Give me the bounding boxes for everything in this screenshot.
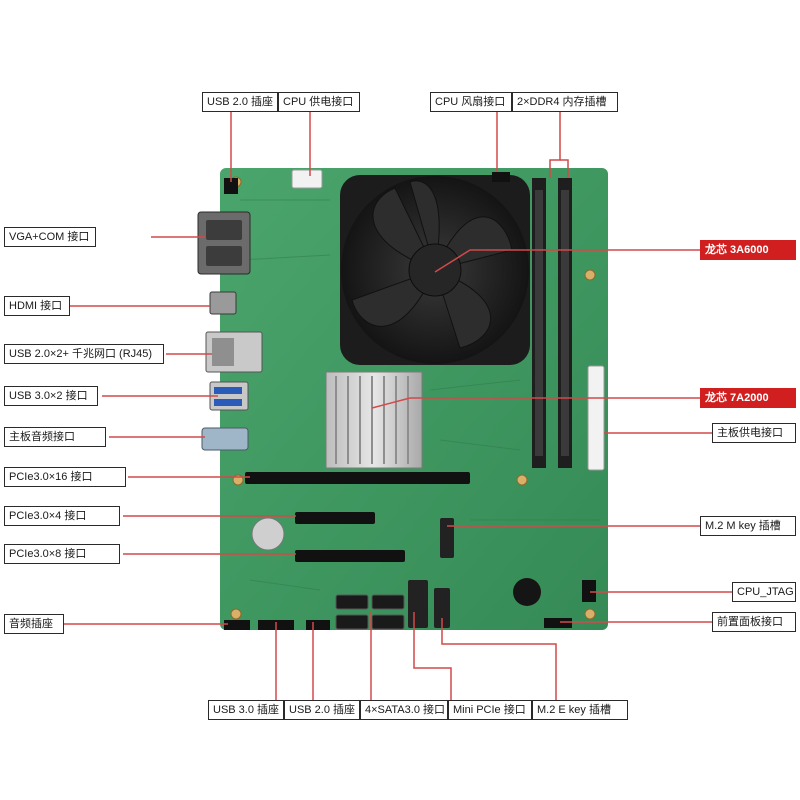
mini-pcie-slot <box>408 580 428 628</box>
label-top-usb20: USB 2.0 插座 <box>202 92 278 112</box>
pcie-x4-slot <box>295 512 375 524</box>
label-bottom-usb20: USB 2.0 插座 <box>284 700 360 720</box>
label-top-ddr4: 2×DDR4 内存插槽 <box>512 92 618 112</box>
cpu-fan <box>340 175 530 365</box>
chipset-heatsink <box>325 371 423 469</box>
label-left-pcie4: PCIe3.0×4 接口 <box>4 506 120 526</box>
pcb-traces <box>239 199 600 591</box>
label-left-pcie8: PCIe3.0×8 接口 <box>4 544 120 564</box>
label-left-audio-jack: 主板音频接口 <box>4 427 106 447</box>
m2-e-slot <box>434 588 450 628</box>
label-right-7a2000: 龙芯 7A2000 <box>700 388 796 408</box>
label-right-cpu-jtag: CPU_JTAG <box>732 582 796 602</box>
label-left-hdmi: HDMI 接口 <box>4 296 70 316</box>
sata-ports <box>335 594 405 630</box>
label-right-m2m: M.2 M key 插槽 <box>700 516 796 536</box>
label-left-pcie16: PCIe3.0×16 接口 <box>4 467 126 487</box>
label-left-usb-rj45: USB 2.0×2+ 千兆网口 (RJ45) <box>4 344 164 364</box>
hdmi-connector <box>209 291 237 315</box>
label-left-usb30: USB 3.0×2 接口 <box>4 386 98 406</box>
cpu-power-connector <box>291 169 323 189</box>
label-top-cpu-fan: CPU 风扇接口 <box>430 92 512 112</box>
pcie-x8-slot <box>295 550 405 562</box>
label-top-cpu-power: CPU 供电接口 <box>278 92 360 112</box>
label-left-audio-header: 音频插座 <box>4 614 64 634</box>
buzzer <box>513 578 541 606</box>
label-bottom-sata: 4×SATA3.0 接口 <box>360 700 448 720</box>
label-bottom-usb30: USB 3.0 插座 <box>208 700 284 720</box>
label-right-3a6000: 龙芯 3A6000 <box>700 240 796 260</box>
label-left-vga-com: VGA+COM 接口 <box>4 227 96 247</box>
cmos-battery <box>251 517 285 551</box>
label-bottom-mini-pcie: Mini PCIe 接口 <box>448 700 532 720</box>
pcie-slots <box>245 472 470 562</box>
rear-io <box>197 211 263 451</box>
leader-lines <box>64 111 732 700</box>
m2-m-slot <box>440 518 454 558</box>
label-bottom-m2e: M.2 E key 插槽 <box>532 700 628 720</box>
atx-power-connector <box>587 365 605 471</box>
label-right-main-power: 主板供电接口 <box>712 423 796 443</box>
pcie-x16-slot <box>245 472 470 484</box>
label-right-front-panel: 前置面板接口 <box>712 612 796 632</box>
audio-jack <box>201 427 249 451</box>
